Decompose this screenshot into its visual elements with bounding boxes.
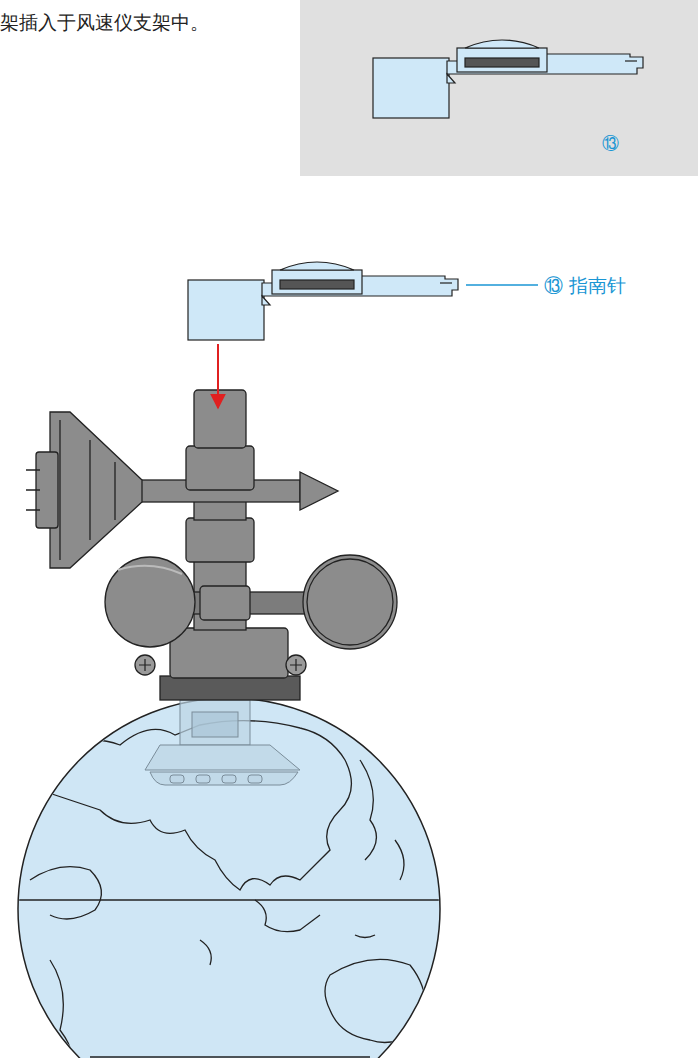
suction-cup (145, 700, 300, 785)
leader-line (466, 284, 538, 286)
callout-number: ⑬ (602, 132, 619, 155)
compass (188, 262, 458, 340)
inset-panel: ⑬ (300, 0, 698, 176)
instruction-text: 架插入于风速仪支架中。 (0, 10, 209, 36)
part-label: ⑬ 指南针 (544, 273, 626, 299)
insert-arrow (217, 344, 219, 408)
globe (0, 698, 698, 1058)
anemometer (26, 390, 397, 700)
